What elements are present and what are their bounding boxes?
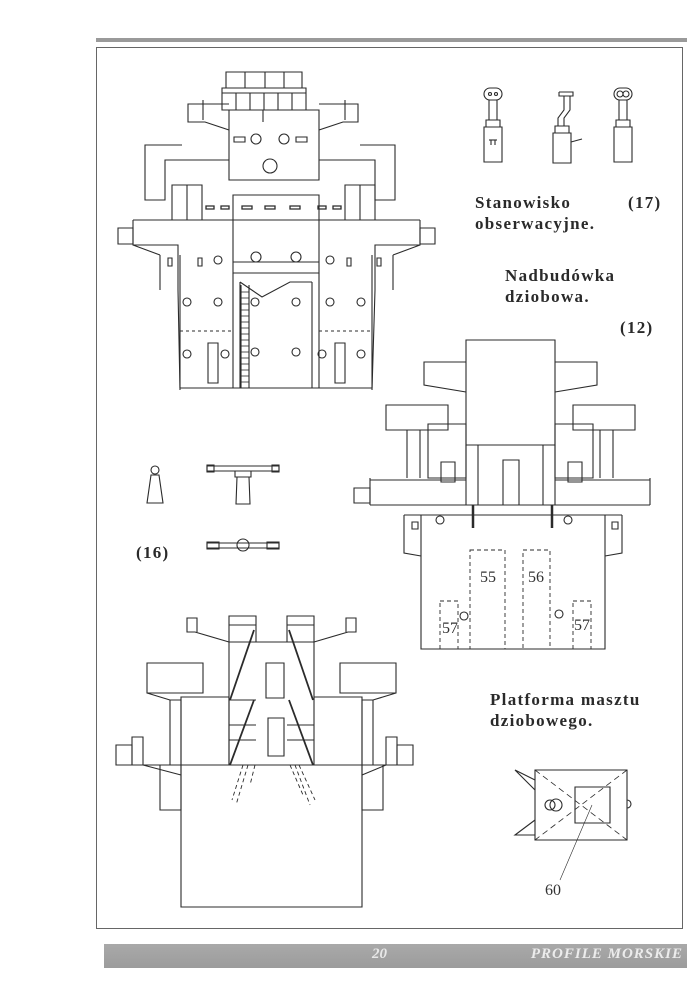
part-number-56: 56 [528, 569, 544, 586]
searchlight-icons [147, 465, 279, 551]
bow-superstructure-view [354, 340, 650, 649]
footer-bar: 20 PROFILE MORSKIE [104, 944, 687, 968]
caption-line: dziobowa. [505, 287, 590, 306]
part-number-57-right: 57 [574, 617, 590, 634]
part-number-57-left: 57 [442, 620, 458, 637]
part-number-60: 60 [545, 882, 561, 899]
bow-superstructure-caption: Nadbudówka dziobowa. [505, 265, 615, 307]
caption-line: Stanowisko [475, 193, 572, 212]
superstructure-rear-view [116, 616, 413, 907]
caption-line: dziobowego. [490, 711, 594, 730]
searchlight-ref: (16) [136, 543, 170, 562]
observation-post-caption: Stanowisko obserwacyjne. [475, 192, 595, 234]
mast-platform-view [515, 770, 631, 880]
caption-line: Nadbudówka [505, 266, 616, 285]
observation-post-ref: (17) [628, 193, 662, 212]
observation-post-icons [484, 88, 632, 163]
part-number-55: 55 [480, 569, 496, 586]
bow-superstructure-ref: (12) [620, 318, 654, 337]
caption-line: Platforma masztu [490, 690, 641, 709]
page-number: 20 [372, 946, 387, 962]
page-frame [96, 47, 683, 929]
mast-platform-caption: Platforma masztu dziobowego. [490, 689, 641, 731]
top-rule [96, 38, 687, 42]
publication-title: PROFILE MORSKIE [530, 946, 683, 962]
caption-line: obserwacyjne. [475, 214, 596, 233]
superstructure-front-view [118, 72, 435, 390]
